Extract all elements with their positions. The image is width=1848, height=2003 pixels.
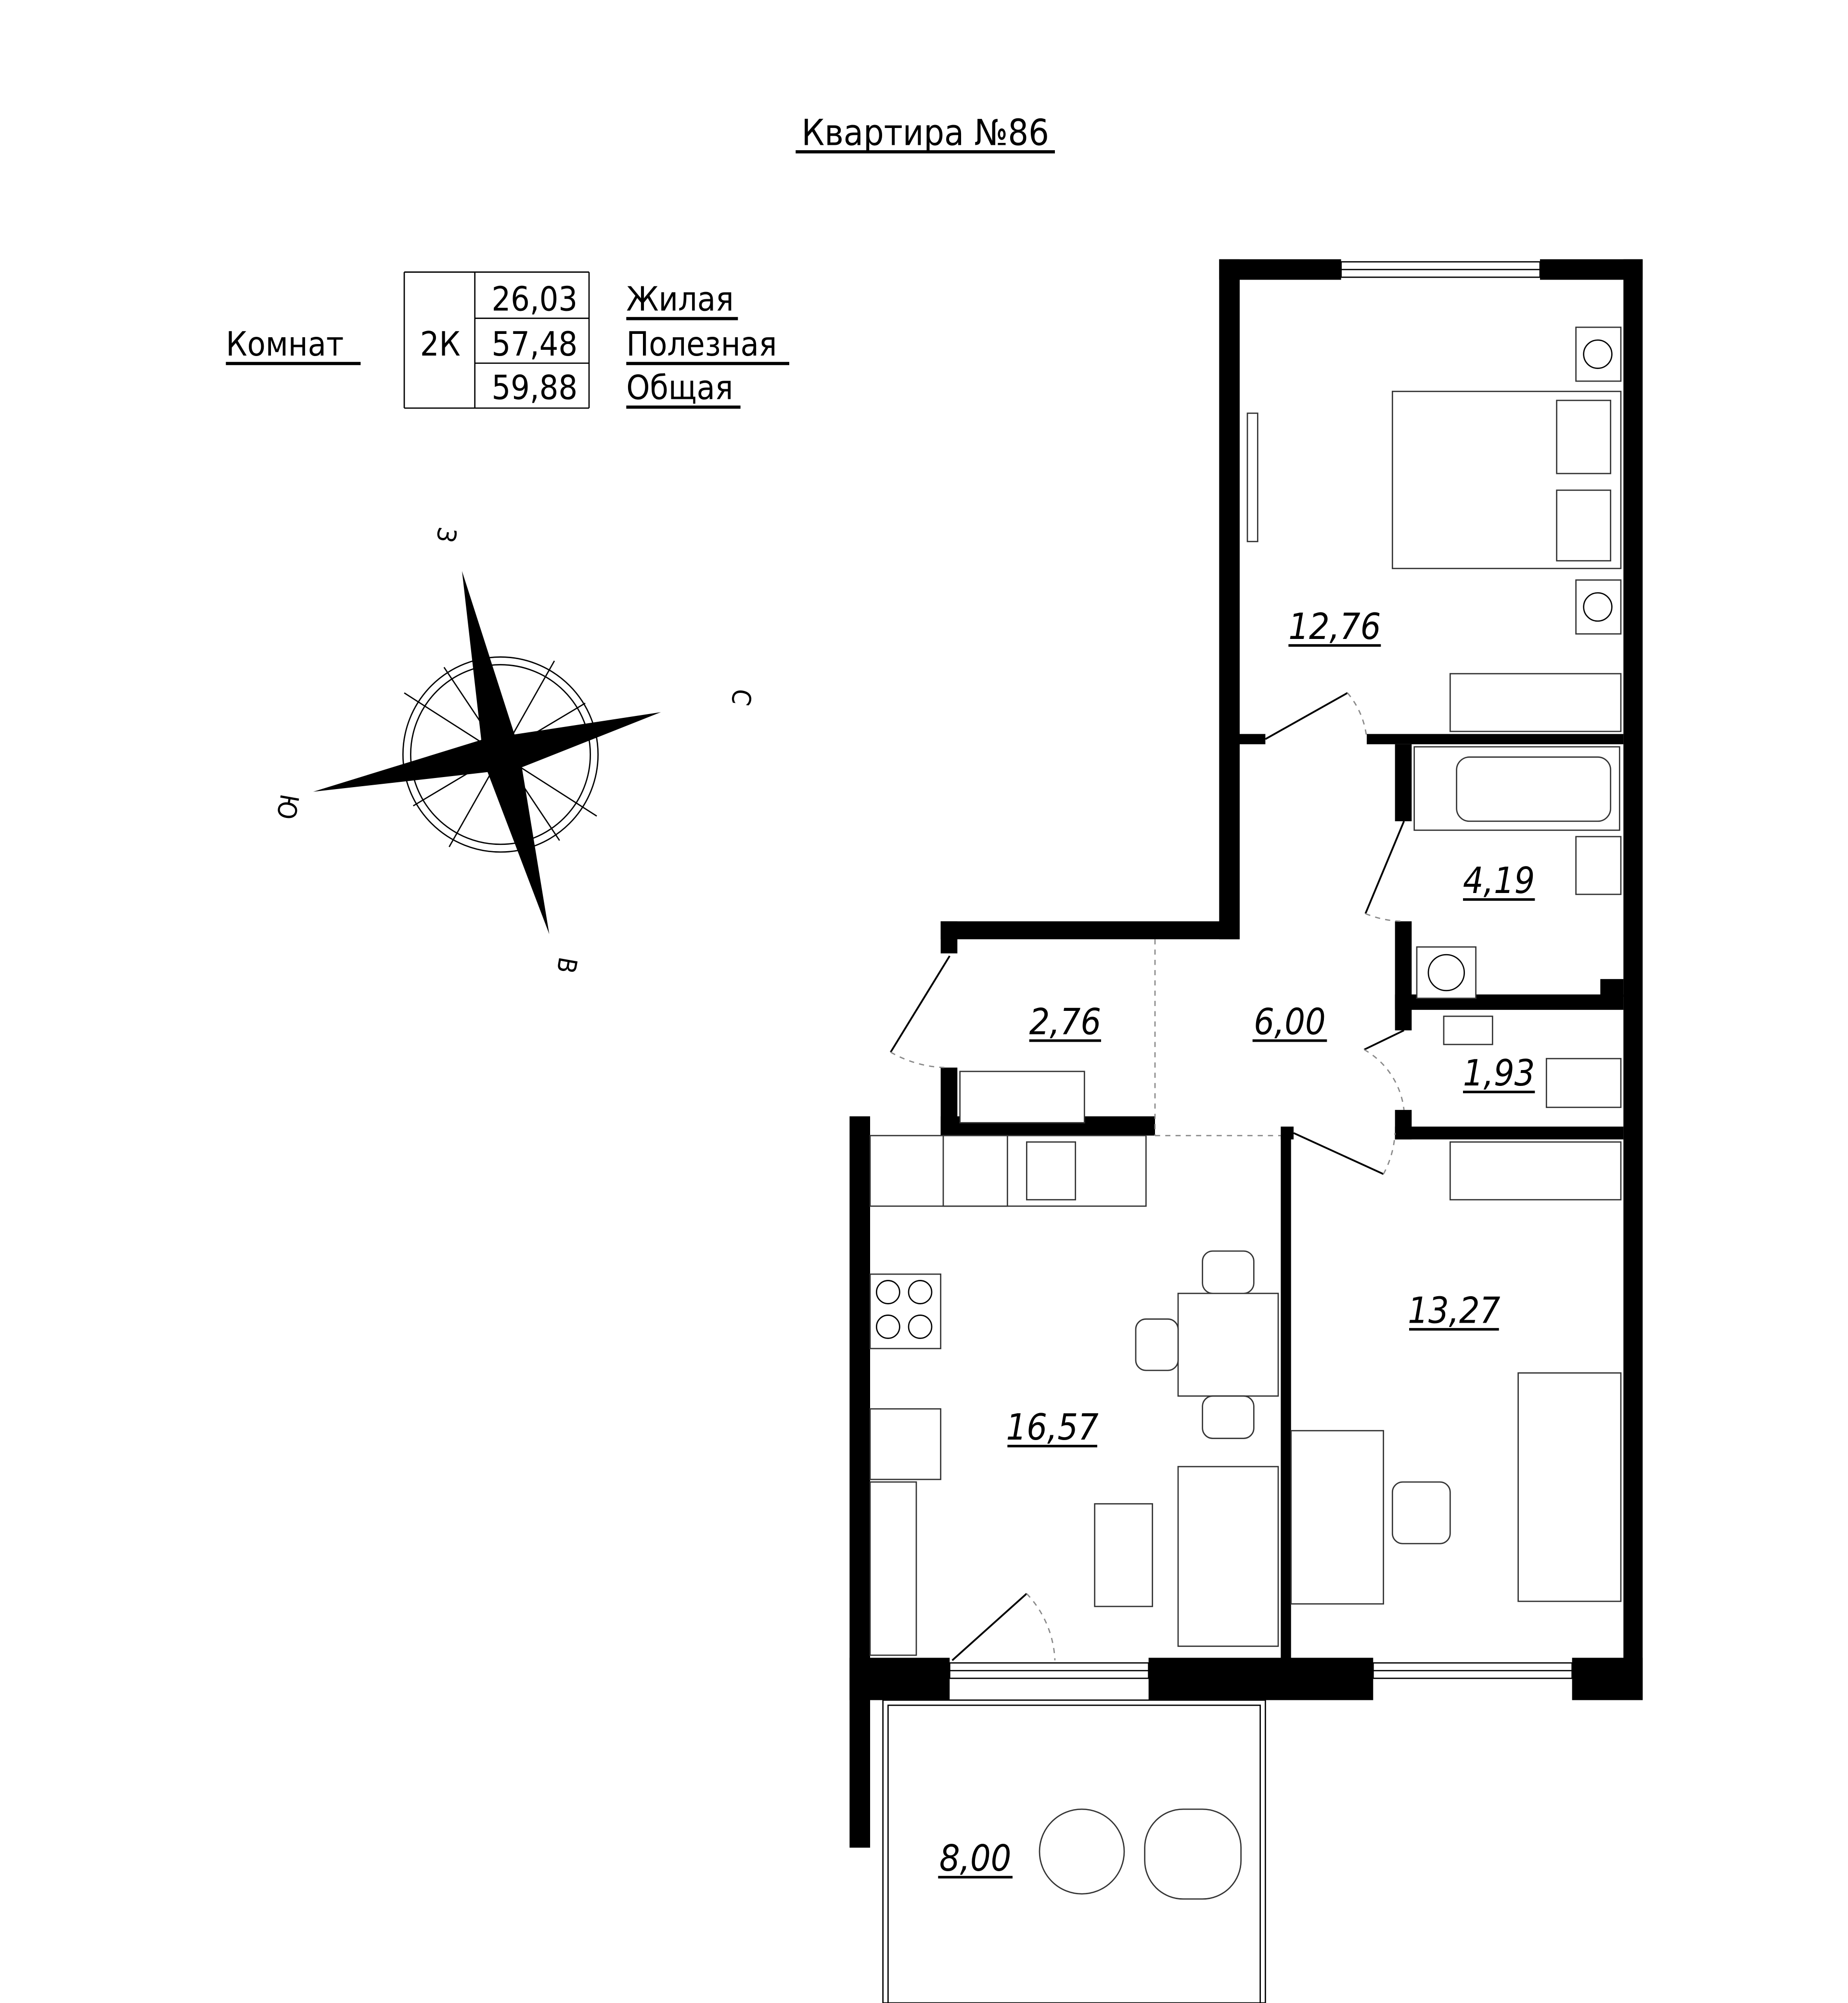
balcony-chair-icon [1144, 1808, 1242, 1900]
room-area-hall: 6,00 [1254, 1001, 1326, 1043]
single-bed-icon [1517, 1372, 1622, 1602]
furniture [869, 326, 1622, 1900]
windows [949, 261, 1573, 1679]
compass-west-label: З [430, 525, 462, 545]
compass-south-label: Ю [270, 792, 305, 822]
room-area-kitchen-living: 16,57 [1006, 1406, 1099, 1448]
living-area-label: Жилая [626, 281, 733, 319]
entrance-wardrobe-icon [959, 1071, 1085, 1123]
sofa-icon [1177, 1466, 1279, 1647]
sink-icon [1575, 836, 1622, 895]
tv-icon [1246, 412, 1258, 542]
room-area-entrance: 2,76 [1029, 1001, 1102, 1043]
compass-north-label: С [725, 687, 758, 708]
total-area-label: Общая [626, 369, 733, 408]
useful-area-value: 57,48 [492, 325, 578, 364]
rooms-value: 2К [420, 325, 461, 364]
rooms-label: Комнат [226, 325, 344, 364]
washing-machine-icon [1416, 946, 1476, 999]
wardrobe-2-icon [1450, 1141, 1622, 1200]
compass-rose: З С Ю В [270, 525, 757, 976]
title-underline [796, 150, 1055, 153]
doors [890, 692, 1405, 1661]
compass-needle-south-north [313, 712, 661, 792]
room-area-bedroom-1: 12,76 [1288, 606, 1381, 648]
living-area-value: 26,03 [492, 281, 578, 319]
tv-stand-icon [869, 1481, 917, 1656]
room-area-wc: 1,93 [1463, 1052, 1535, 1094]
desk-icon [1290, 1430, 1384, 1605]
room-area-bathroom: 4,19 [1463, 860, 1535, 902]
area-summary: Комнат 2К 26,03 57,48 59,88 Жилая Полезн… [226, 271, 789, 409]
dining-table-icon [1177, 1292, 1279, 1397]
balcony-table-icon [1039, 1808, 1125, 1895]
page-title: Квартира №86 [802, 112, 1049, 154]
useful-area-label: Полезная [626, 325, 777, 364]
total-area-value: 59,88 [492, 369, 578, 408]
toilet-icon [1546, 1058, 1622, 1108]
wardrobe-icon [1450, 673, 1622, 732]
coffee-table-icon [1094, 1503, 1153, 1608]
room-area-bedroom-2: 13,27 [1408, 1290, 1500, 1332]
room-area-balcony: 8,00 [939, 1837, 1012, 1879]
fridge-icon [869, 1408, 941, 1480]
compass-east-label: В [551, 955, 583, 976]
room-labels: 12,76 4,19 2,76 6,00 1,93 13,27 16,57 8,… [938, 606, 1535, 1879]
